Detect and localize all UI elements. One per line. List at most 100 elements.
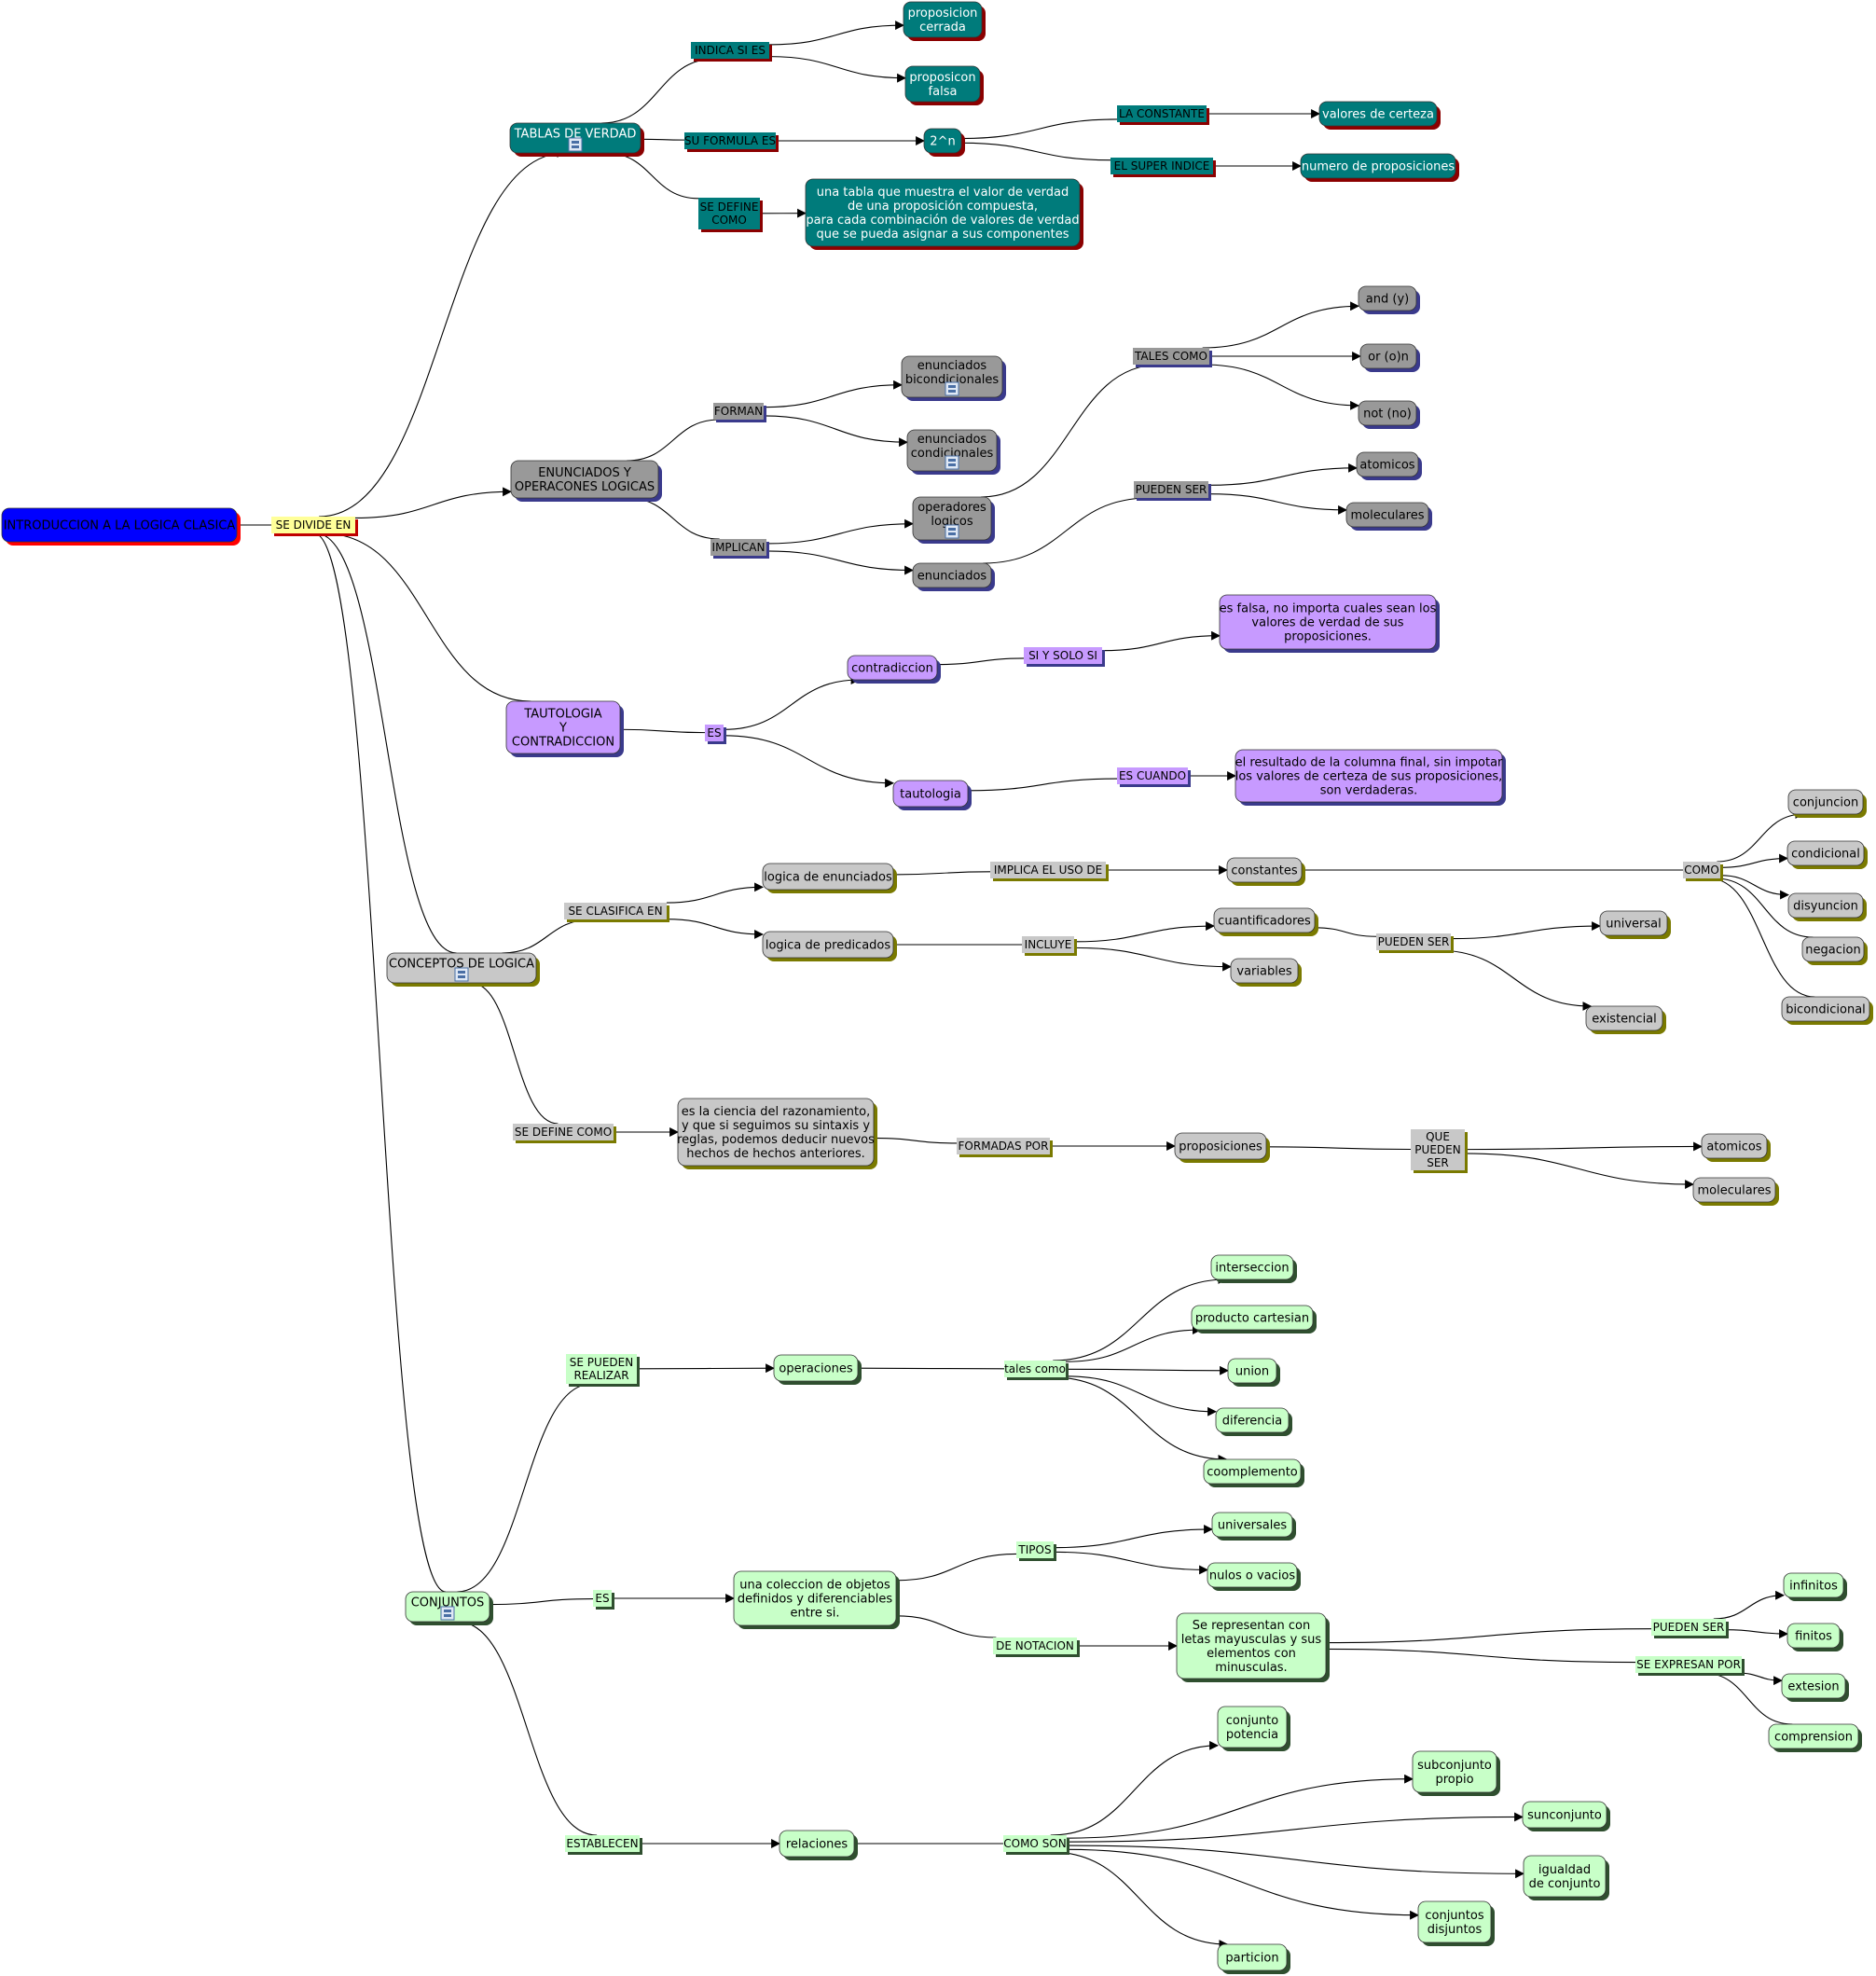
node-ciencia[interactable]: es la ciencia del razonamiento,y que si …: [677, 1098, 877, 1169]
node-cuantificadores[interactable]: cuantificadores: [1213, 907, 1318, 936]
attachment-icon[interactable]: [568, 137, 583, 152]
node-extesion[interactable]: extesion: [1781, 1673, 1849, 1702]
connector-se-pueden-realizar-to-operaciones: [636, 1363, 775, 1374]
node-negacion[interactable]: negacion: [1801, 936, 1868, 965]
node-moleculares2-text: moleculares: [1697, 1184, 1771, 1198]
connector-tablas-to-se-define-como1: [605, 152, 699, 200]
connector-proposiciones-to-que-pueden-ser: [1265, 1146, 1412, 1151]
node-moleculares1[interactable]: moleculares: [1345, 502, 1432, 531]
attachment-icon[interactable]: [945, 455, 959, 470]
connector-implican-to-operadores: [766, 518, 914, 545]
node-comprension[interactable]: comprension: [1768, 1723, 1862, 1752]
connector-como-son-to-conj-potencia: [1050, 1740, 1219, 1836]
connector-pueden-ser1-to-atomicos1: [1207, 463, 1358, 486]
node-logica-pred[interactable]: logica de predicados: [762, 931, 897, 961]
node-complemento-text: coomplemento: [1207, 1466, 1298, 1480]
node-variables[interactable]: variables: [1230, 958, 1302, 987]
node-interseccion[interactable]: interseccion: [1210, 1254, 1297, 1283]
link-label-es1-text: ES: [707, 726, 721, 739]
attachment-icon[interactable]: [440, 1606, 455, 1621]
node-numero-prop[interactable]: numero de proposiciones: [1300, 153, 1459, 182]
link-label-formadas-por: FORMADAS POR: [957, 1138, 1053, 1157]
node-condicional-text: condicional: [1791, 848, 1860, 862]
node-existencial[interactable]: existencial: [1585, 1005, 1666, 1034]
node-root[interactable]: INTRODUCCION A LA LOGICA CLASICA: [1, 507, 241, 546]
node-complemento[interactable]: coomplemento: [1203, 1458, 1304, 1487]
node-and[interactable]: and (y): [1358, 285, 1420, 314]
link-label-de-notacion-text: DE NOTACION: [996, 1639, 1074, 1652]
node-diferencia[interactable]: diferencia: [1215, 1407, 1292, 1436]
attachment-icon[interactable]: [945, 524, 959, 539]
connector-se-divide-en-to-tablas: [319, 148, 567, 518]
node-valores-certeza[interactable]: valores de certeza: [1318, 101, 1441, 130]
node-relaciones[interactable]: relaciones: [779, 1830, 858, 1860]
node-atomicos1[interactable]: atomicos: [1356, 451, 1422, 480]
node-two-n[interactable]: 2^n: [923, 128, 965, 157]
node-sunconjunto[interactable]: sunconjunto: [1522, 1801, 1610, 1831]
node-conjuntos[interactable]: CONJUNTOS: [405, 1591, 493, 1625]
node-particion[interactable]: particion: [1217, 1943, 1290, 1974]
node-universal[interactable]: universal: [1599, 910, 1671, 939]
node-universales[interactable]: universales: [1211, 1512, 1296, 1541]
node-atomicos2[interactable]: atomicos: [1701, 1133, 1771, 1162]
node-tautologia[interactable]: tautologia: [892, 780, 972, 810]
node-tabla-def[interactable]: una tabla que muestra el valor de verdad…: [805, 178, 1083, 250]
node-constantes[interactable]: constantes: [1226, 857, 1305, 886]
node-contradiccion[interactable]: contradiccion: [847, 655, 941, 684]
node-bicondicional[interactable]: bicondicional: [1781, 996, 1873, 1025]
node-conjuncion[interactable]: conjuncion: [1787, 789, 1867, 818]
node-moleculares2[interactable]: moleculares: [1692, 1177, 1779, 1206]
node-tablas[interactable]: TABLAS DE VERDAD: [509, 122, 644, 157]
node-disyuncion[interactable]: disyuncion: [1787, 892, 1867, 921]
node-union[interactable]: union: [1227, 1358, 1280, 1387]
node-bicondicional-text: bicondicional: [1786, 1003, 1866, 1017]
connector-pueden-ser3-to-finitos: [1725, 1629, 1788, 1639]
link-label-se-clasifica-en: SE CLASIFICA EN: [564, 903, 669, 922]
node-tauto-def[interactable]: el resultado de la columna final, sin im…: [1235, 749, 1506, 806]
node-finitos[interactable]: finitos: [1786, 1623, 1843, 1651]
connector-conjuntos-to-es2: [489, 1597, 594, 1606]
node-logica-enun[interactable]: logica de enunciados: [762, 863, 897, 893]
node-nulos[interactable]: nulos o vacios: [1207, 1562, 1301, 1591]
node-operaciones[interactable]: operaciones: [773, 1354, 862, 1385]
node-conceptos[interactable]: CONCEPTOS DE LOGICA: [386, 952, 540, 987]
node-condicional[interactable]: condicional: [1786, 840, 1868, 869]
link-label-se-expresan-por-text: SE EXPRESAN POR: [1636, 1658, 1741, 1671]
node-proposiciones[interactable]: proposiciones: [1174, 1132, 1270, 1163]
node-infinitos[interactable]: infinitos: [1783, 1572, 1847, 1601]
node-particion-text: particion: [1225, 1952, 1278, 1966]
link-label-su-formula-es: SU FORMULA ES: [684, 132, 779, 152]
node-enunciados[interactable]: enunciados: [912, 562, 995, 591]
connector-tales-como2-to-diferencia: [1065, 1375, 1217, 1416]
connector-enunciados-op-to-implican: [627, 497, 720, 540]
attachment-icon[interactable]: [454, 967, 469, 982]
connector-implican-to-enunciados: [766, 550, 914, 575]
node-not[interactable]: not (no): [1358, 400, 1420, 429]
node-and-text: and (y): [1366, 293, 1409, 307]
node-or[interactable]: or (o)n: [1359, 343, 1420, 372]
node-atomicos1-text: atomicos: [1359, 459, 1414, 473]
link-label-formadas-por-text: FORMADAS POR: [959, 1140, 1049, 1153]
connector-pueden-ser2-to-existencial: [1436, 949, 1593, 1011]
attachment-icon[interactable]: [945, 381, 959, 396]
node-producto[interactable]: producto cartesian: [1191, 1305, 1317, 1333]
